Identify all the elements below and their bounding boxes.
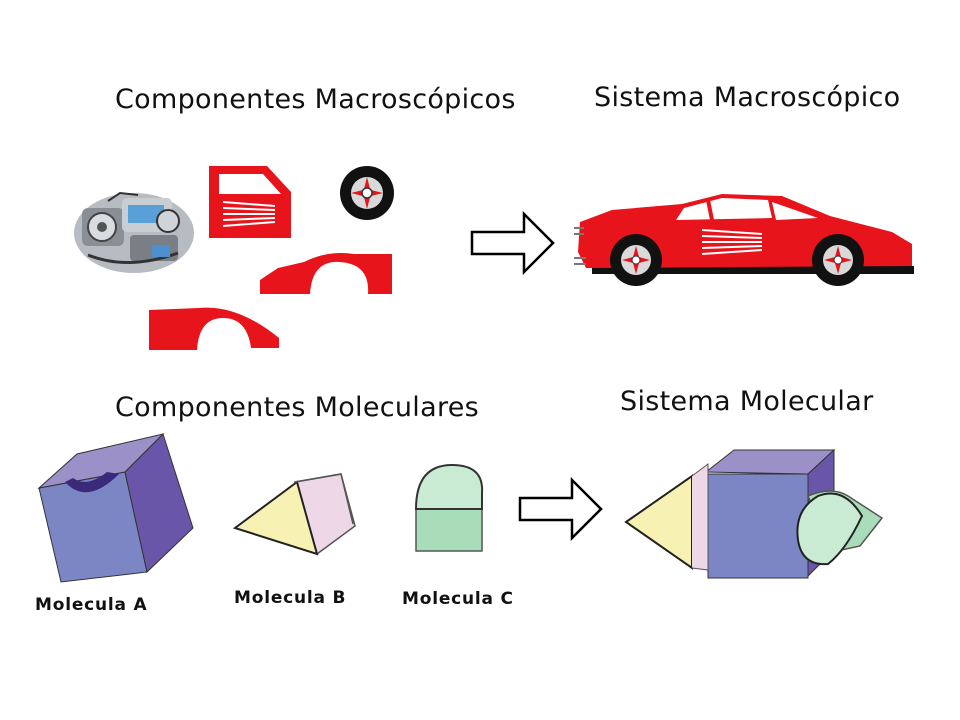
sports-car-icon (574, 194, 914, 286)
fender-icon (260, 253, 392, 294)
arrow-right-icon (518, 477, 603, 541)
label-molecule-a: Molecula A (35, 595, 148, 615)
arrow-right-icon (470, 211, 555, 275)
molecular-system-icon (624, 448, 884, 579)
title-macro-components: Componentes Macroscópicos (115, 84, 516, 115)
engine-icon (74, 191, 194, 273)
door-panel-icon (209, 166, 291, 238)
molecule-a-icon (37, 433, 194, 583)
title-macro-system: Sistema Macroscópico (594, 82, 901, 113)
fender-icon (149, 307, 279, 350)
wheel-icon (340, 166, 394, 220)
molecule-c-icon (414, 463, 484, 552)
label-molecule-c: Molecula C (402, 589, 514, 609)
title-molecular-system: Sistema Molecular (620, 386, 874, 417)
title-molecular-components: Componentes Moleculares (115, 392, 480, 423)
label-molecule-b: Molecula B (234, 588, 347, 608)
molecule-b-icon (232, 473, 356, 556)
